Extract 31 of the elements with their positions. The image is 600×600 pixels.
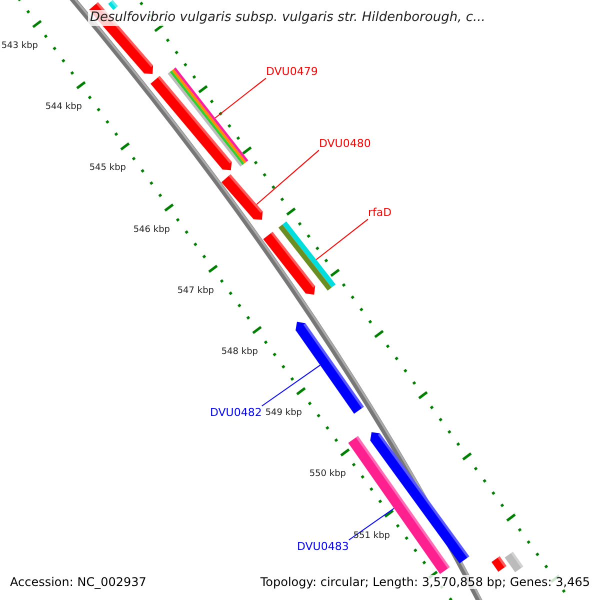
gene-feature [150, 76, 232, 170]
leader-line [316, 218, 368, 260]
tick-label: 547 kbp [177, 286, 214, 297]
gene-feature [492, 556, 506, 572]
gene-feature [221, 174, 263, 220]
tick-label: 550 kbp [309, 469, 346, 480]
tick-label: 548 kbp [221, 347, 258, 358]
gene-feature [504, 552, 524, 572]
gene-label: DVU0482 [210, 406, 262, 420]
tick-label: 544 kbp [45, 102, 82, 113]
leader-line [214, 78, 266, 118]
leader-line [261, 364, 321, 406]
gene-feature [278, 221, 336, 291]
gene-label: rfaD [368, 206, 392, 220]
tick-label: 543 kbp [1, 41, 38, 52]
gene-label: DVU0483 [297, 540, 349, 554]
genome-info-text: Topology: circular; Length: 3,570,858 bp; Genes: 3,465 [260, 575, 590, 590]
accession-text: Accession: NC_002937 [10, 575, 146, 590]
tick-label: 549 kbp [265, 408, 302, 419]
gene-feature [370, 432, 470, 564]
tick-label: 551 kbp [353, 530, 390, 542]
gene-feature [108, 0, 118, 10]
tick-label: 545 kbp [89, 163, 126, 174]
gene-feature [168, 67, 248, 167]
gene-label: DVU0479 [266, 65, 318, 78]
leader-line [256, 150, 320, 205]
gene-label: DVU0480 [319, 137, 371, 150]
tick-label: 546 kbp [133, 224, 170, 236]
leader-line [348, 508, 395, 540]
gene-feature [348, 436, 450, 574]
gene-feature [263, 232, 316, 295]
